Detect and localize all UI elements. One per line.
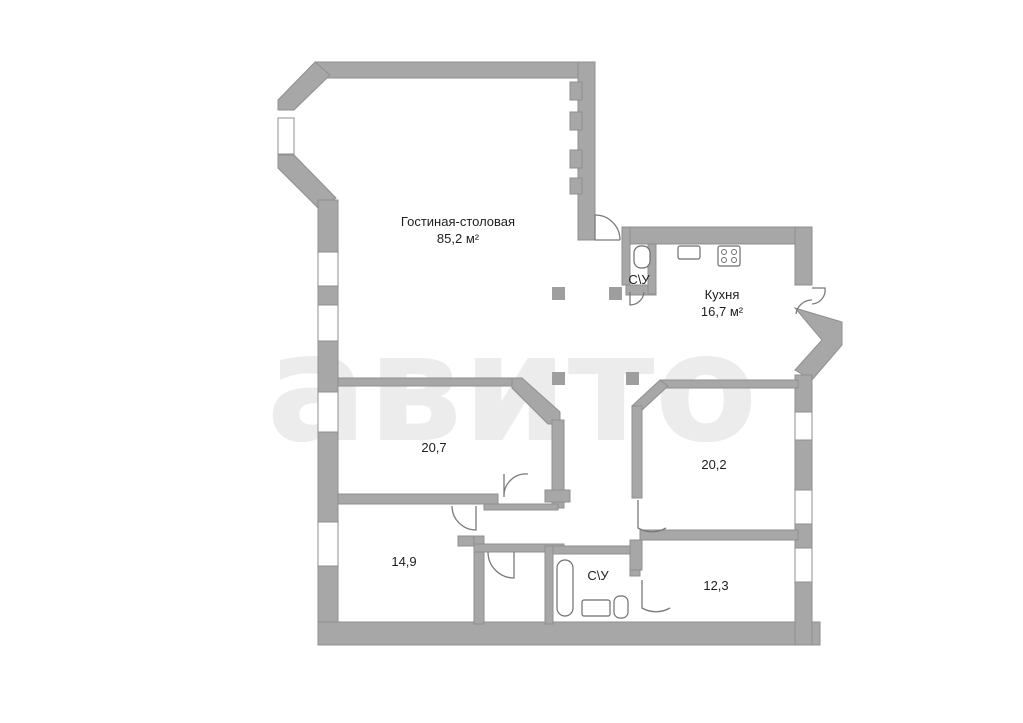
bath-sink-icon [581,599,611,617]
kitchen-name: Кухня [705,287,740,302]
bath-fixtures [556,245,651,619]
doors [451,214,826,613]
bedroom-4-area: 12,3 [703,578,728,593]
bedroom-1-area: 20,7 [421,440,446,455]
stove-icon [717,245,741,267]
toilet-icon [633,245,651,269]
columns [552,287,639,385]
toilet-icon [613,595,629,619]
bathroom-small-label: С\У [628,272,650,287]
svg-text:авито: авито [266,302,757,476]
watermark: авито [266,302,757,476]
bedroom-2-area: 20,2 [701,457,726,472]
living-room-area: 85,2 м² [437,231,480,246]
kitchen-area: 16,7 м² [701,304,744,319]
interior-walls [337,226,799,625]
kitchen-sink-icon [677,245,701,260]
wall-niches [569,81,583,195]
bathroom-main-label: С\У [587,568,609,583]
bedroom-3-area: 14,9 [391,554,416,569]
kitchen-fixtures [677,245,741,267]
bathtub-icon [556,559,574,617]
room-labels: Гостиная-столовая 85,2 м² Кухня 16,7 м² … [391,214,743,593]
living-room-name: Гостиная-столовая [401,214,515,229]
exterior-walls [277,61,843,646]
windows [277,117,813,583]
